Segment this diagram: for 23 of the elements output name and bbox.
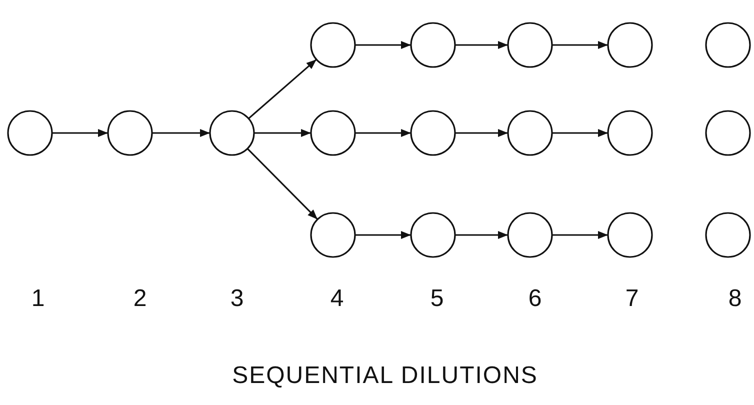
axis-caption: SEQUENTIAL DILUTIONS — [232, 362, 538, 390]
column-number: 4 — [330, 285, 344, 313]
column-number: 3 — [230, 285, 244, 313]
column-number: 8 — [728, 285, 742, 313]
arrow — [254, 129, 311, 137]
arrow — [152, 129, 210, 137]
arrow — [355, 231, 411, 239]
column-number: 2 — [133, 285, 147, 313]
arrow — [355, 129, 411, 137]
arrow — [552, 41, 608, 49]
column-number: 7 — [625, 285, 639, 313]
column-number: 6 — [528, 285, 542, 313]
arrow — [455, 41, 508, 49]
arrow — [552, 231, 608, 239]
arrow — [246, 148, 318, 220]
arrow — [455, 231, 508, 239]
arrow — [248, 58, 317, 120]
arrow — [52, 129, 108, 137]
column-number: 5 — [430, 285, 444, 313]
arrow — [552, 129, 608, 137]
arrow — [455, 129, 508, 137]
column-number: 1 — [31, 285, 45, 313]
arrow — [355, 41, 411, 49]
